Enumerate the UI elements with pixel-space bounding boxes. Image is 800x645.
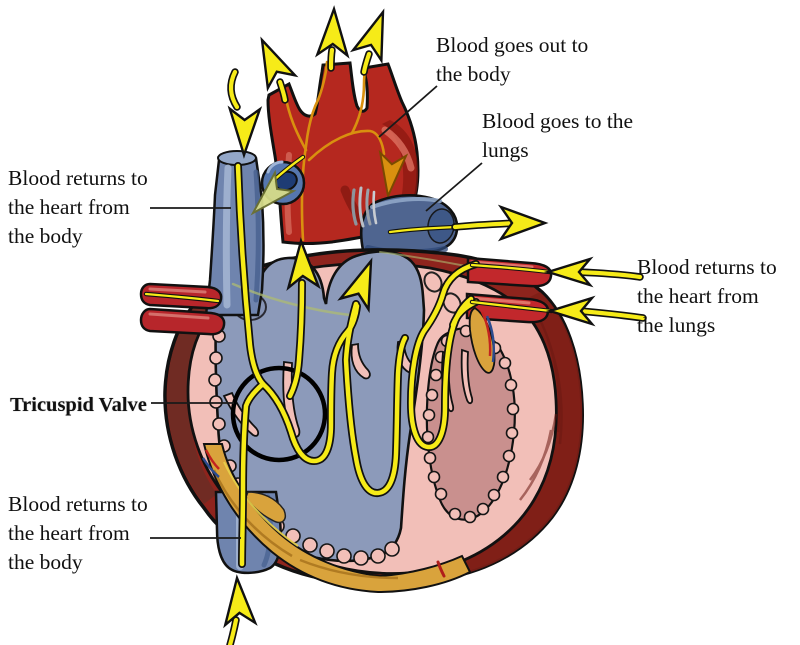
label-pointer-lines (150, 85, 483, 539)
arrow-up-aorta-3 (260, 36, 299, 92)
arrow-left-from-lungs-1 (543, 256, 594, 288)
label-returns-from-body-bottom: Blood returns to the heart from the body (8, 492, 148, 574)
label-blood-out-to-body: Blood goes out to the body (436, 33, 589, 86)
label-blood-to-lungs: Blood goes to the lungs (482, 109, 634, 162)
pulmonary-artery (359, 193, 459, 256)
arrow-up-aorta-1 (314, 5, 350, 59)
ligament-streaks (351, 186, 378, 228)
left-pulmonary-vessels (139, 282, 226, 336)
arrow-right-lungs (497, 204, 549, 242)
label-tricuspid-valve: Tricuspid Valve (10, 394, 147, 416)
tricuspid-valve-circle (230, 365, 328, 463)
label-returns-from-body-top: Blood returns to the heart from the body (8, 166, 148, 248)
arrow-up-rv-2 (337, 257, 373, 314)
blood-flow-arrows (223, 5, 647, 645)
arrow-up-ivc (223, 574, 258, 629)
arrow-azygos (250, 169, 297, 216)
label-returns-from-lungs: Blood returns to the heart from the lung… (637, 255, 777, 337)
aorta-flow-arrow (378, 149, 409, 200)
arrow-up-rv-1 (286, 237, 321, 292)
epicardial-fat (201, 306, 496, 594)
superior-vena-cava (204, 150, 265, 317)
arrow-up-aorta-2 (349, 8, 385, 65)
arrow-left-from-lungs-2 (545, 295, 596, 327)
arrow-down-svc (227, 105, 263, 159)
